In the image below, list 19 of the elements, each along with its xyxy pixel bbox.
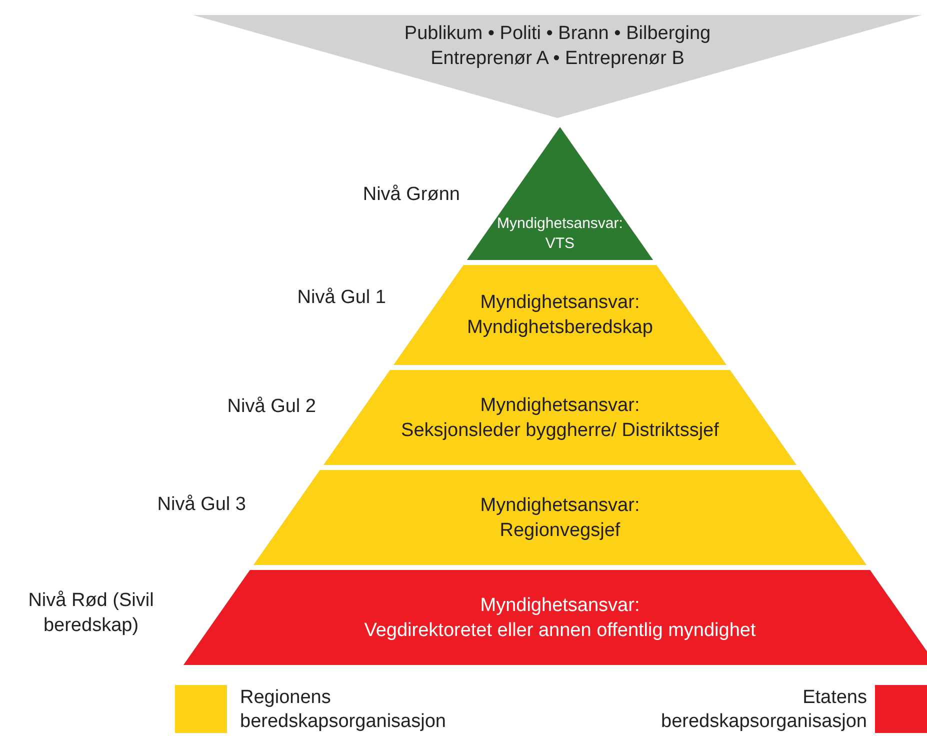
level-heading: Myndighetsansvar: [480, 494, 640, 518]
authority-text: VTS [545, 234, 575, 254]
level-label: Nivå Rød (Sivil beredskap) [27, 589, 155, 638]
authority-text: Vegdirektoretet eller annen offentlig myndighet [364, 618, 756, 642]
level-heading: Myndighetsansvar: [497, 214, 623, 234]
authority-text: Regionvegsjef [500, 518, 620, 542]
level-label: Nivå Gul 2 [227, 395, 316, 419]
level-label: Nivå Gul 1 [297, 286, 386, 310]
level-heading: Myndighetsansvar: [480, 394, 640, 418]
authority-text: Seksjonsleder byggherre/ Distriktssjef [401, 418, 719, 442]
level-heading: Myndighetsansvar: [480, 594, 640, 618]
level-label: Nivå Grønn [362, 183, 460, 207]
stakeholder-list: Publikum • Politi • Brann • Bilberging Entreprenør A • Entreprenør B [378, 21, 738, 71]
legend-label: Etatens beredskapsorganisasjon [660, 686, 867, 734]
authority-text: Myndighetsberedskap [467, 316, 653, 340]
pyramid-level [183, 570, 927, 665]
level-label: Nivå Gul 3 [157, 493, 246, 517]
level-heading: Myndighetsansvar: [480, 291, 640, 315]
legend-label: Regionens beredskapsorganisasjon [240, 686, 447, 734]
